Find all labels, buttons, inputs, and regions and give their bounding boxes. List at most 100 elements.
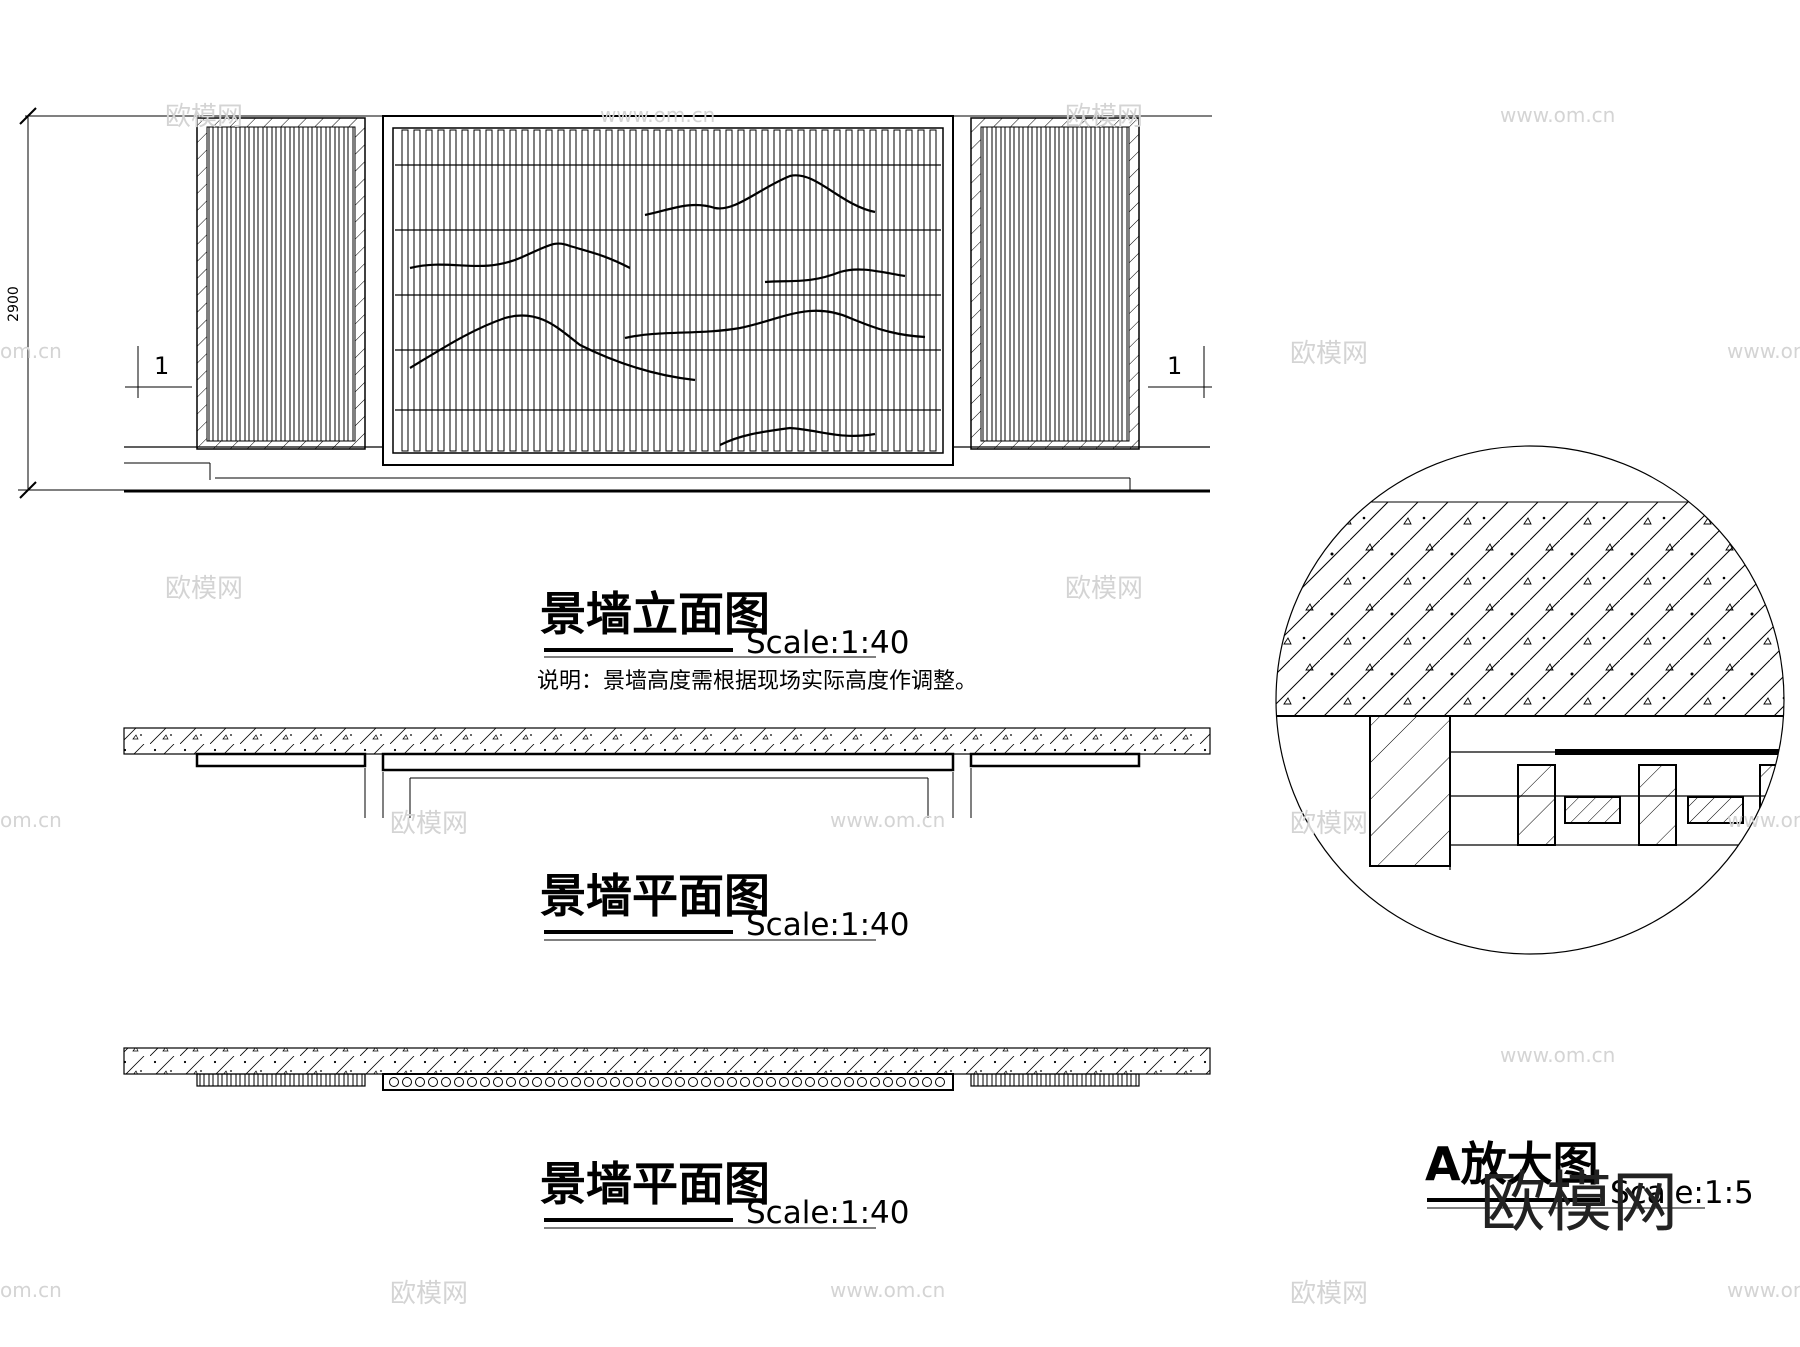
plan-slat-section — [545, 1077, 555, 1087]
plan-slat-section — [597, 1077, 607, 1087]
screen-slat — [797, 129, 805, 452]
plan-slat-section — [662, 1077, 672, 1087]
screen-slat — [845, 129, 853, 452]
screen-slat — [485, 129, 493, 452]
screen-slat — [701, 129, 709, 452]
plan-slat-section — [883, 1077, 893, 1087]
plan-slat-section — [519, 1077, 529, 1087]
screen-slat — [437, 129, 445, 452]
screen-slat — [581, 129, 589, 452]
plan-slat-section — [675, 1077, 685, 1087]
plan-slat-section — [415, 1077, 425, 1087]
watermark-url: www.om.cn — [830, 808, 945, 832]
height-dimension-label: 2900 — [6, 286, 22, 322]
screen-slat — [593, 129, 601, 452]
screen-slat — [449, 129, 457, 452]
section-marker-right: 1 — [1148, 346, 1212, 398]
plan-slat-section — [935, 1077, 945, 1087]
plan-slat-section — [909, 1077, 919, 1087]
plan-slat-section — [740, 1077, 750, 1087]
screen-slat — [869, 129, 877, 452]
watermark-url: www.om.cn — [1727, 808, 1800, 832]
plan-slat-section — [571, 1077, 581, 1087]
screen-slat — [929, 129, 937, 452]
screen-slat — [725, 129, 733, 452]
watermark-url-partial: om.cn — [0, 1278, 62, 1302]
screen-slat — [605, 129, 613, 452]
screen-slat — [569, 129, 577, 452]
screen-slat — [737, 129, 745, 452]
right-slat-panel — [970, 117, 1140, 450]
screen-slat — [497, 129, 505, 452]
plan-slat-section — [636, 1077, 646, 1087]
plan-slat-section — [610, 1077, 620, 1087]
section-marker-left-label: 1 — [154, 352, 169, 380]
watermark-url: www.om.cn — [1500, 1043, 1615, 1067]
plan-view-1: 景墙平面图 Scale:1:40 — [123, 727, 1211, 943]
screen-slat — [773, 129, 781, 452]
screen-slat — [533, 129, 541, 452]
plan-slat-section — [714, 1077, 724, 1087]
plan-slat-section — [480, 1077, 490, 1087]
watermark-brand-large: 欧模网 — [1480, 1164, 1678, 1241]
section-marker-left: 1 — [125, 346, 192, 398]
screen-slat — [821, 129, 829, 452]
center-mountain-screen — [382, 115, 954, 466]
screen-slat — [413, 129, 421, 452]
screen-slat — [425, 129, 433, 452]
plan-slat-section — [922, 1077, 932, 1087]
plan-1-title: 景墙平面图 — [540, 869, 770, 923]
screen-slat — [557, 129, 565, 452]
screen-slat — [665, 129, 673, 452]
plan-slat-section — [818, 1077, 828, 1087]
plan-slat-section — [831, 1077, 841, 1087]
elevation-title: 景墙立面图 — [540, 587, 770, 641]
screen-slat — [905, 129, 913, 452]
screen-slat — [473, 129, 481, 452]
detail-scale: Scale:1:5 — [1610, 1175, 1754, 1211]
plan-view-2: 景墙平面图 Scale:1:40 — [123, 1047, 1211, 1231]
screen-slat — [761, 129, 769, 452]
watermark-url: www.om.cn — [600, 103, 715, 127]
elevation-scale: Scale:1:40 — [746, 625, 909, 661]
plan-2-title: 景墙平面图 — [540, 1157, 770, 1211]
plan-slat-section — [649, 1077, 659, 1087]
plan-2-scale: Scale:1:40 — [746, 1195, 909, 1231]
screen-slat — [809, 129, 817, 452]
plan-1-scale: Scale:1:40 — [746, 907, 909, 943]
plan-slat-section — [584, 1077, 594, 1087]
watermark-brand: 欧模网 — [1290, 809, 1368, 839]
plan-slat-section — [441, 1077, 451, 1087]
watermark-brand: 欧模网 — [165, 102, 243, 132]
screen-slat — [617, 129, 625, 452]
screen-slat — [545, 129, 553, 452]
watermark-brand: 欧模网 — [1065, 102, 1143, 132]
watermark-brand: 欧模网 — [165, 574, 243, 604]
plan-slat-section — [402, 1077, 412, 1087]
plan-slat-section — [766, 1077, 776, 1087]
detail-a-view: A放大图 Scale:1:5 — [1275, 445, 1785, 1211]
plan-slat-section — [688, 1077, 698, 1087]
watermark-url: www.om.cn — [830, 1278, 945, 1302]
plan-slat-section — [701, 1077, 711, 1087]
plan-slat-section — [454, 1077, 464, 1087]
screen-slat — [677, 129, 685, 452]
plan-slat-section — [428, 1077, 438, 1087]
screen-slat — [629, 129, 637, 452]
plan-slat-section — [727, 1077, 737, 1087]
screen-slat — [893, 129, 901, 452]
watermark-url-partial: om.cn — [0, 339, 62, 363]
screen-slat — [461, 129, 469, 452]
plan-slat-section — [792, 1077, 802, 1087]
plan-slat-section — [623, 1077, 633, 1087]
watermark-brand: 欧模网 — [1065, 574, 1143, 604]
plan-slat-section — [805, 1077, 815, 1087]
plan-slat-section — [493, 1077, 503, 1087]
screen-slat — [857, 129, 865, 452]
plan-slat-section — [558, 1077, 568, 1087]
plan-slat-section — [506, 1077, 516, 1087]
plan-slat-section — [467, 1077, 477, 1087]
height-dimension: 2900 — [6, 107, 195, 499]
plan-slat-section — [389, 1077, 399, 1087]
screen-slat — [521, 129, 529, 452]
